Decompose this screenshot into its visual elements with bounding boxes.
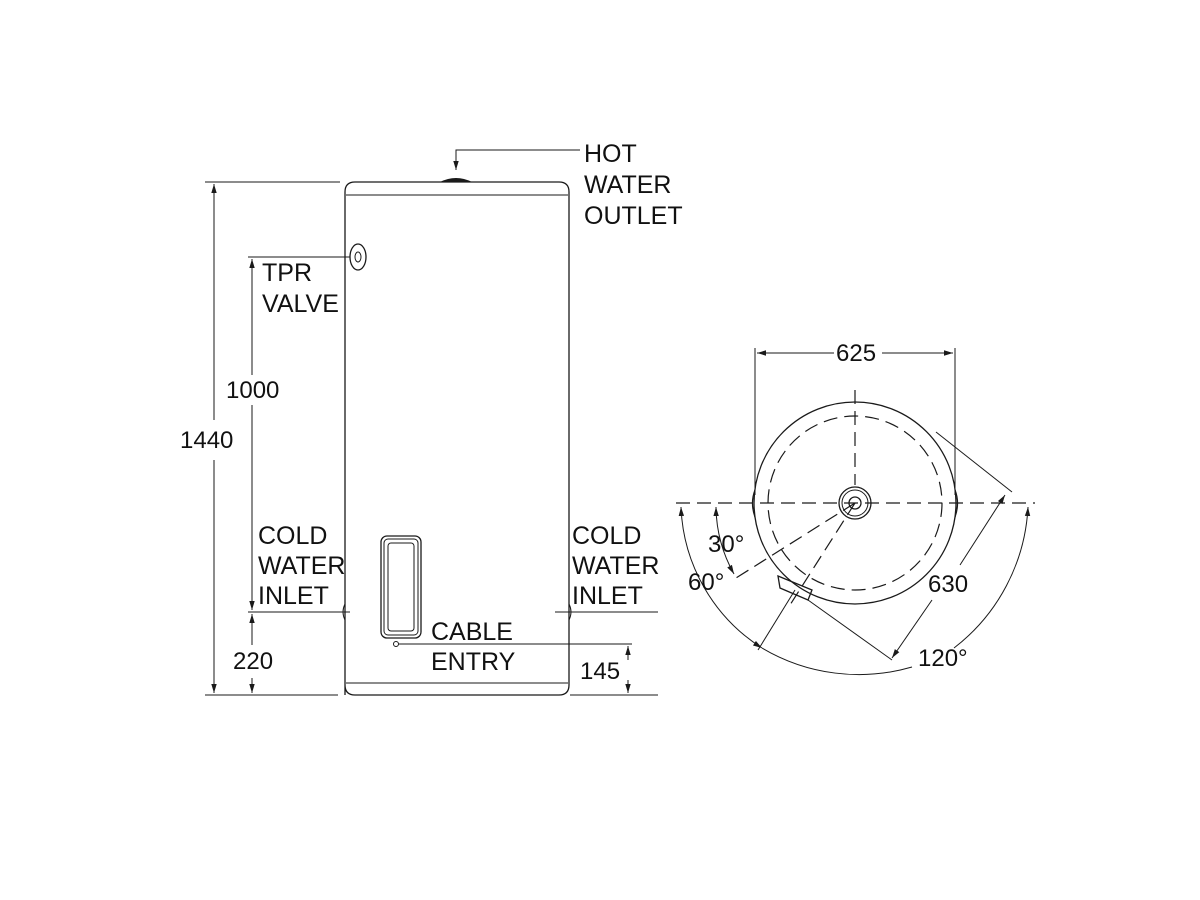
hot-outlet-leader: [453, 149, 580, 170]
cold-inlet-left-line2: WATER: [258, 552, 346, 580]
cable-entry-line2: ENTRY: [431, 648, 516, 676]
hot-outlet-label-line1: HOT: [584, 140, 637, 168]
cold-inlet-right-line2: WATER: [572, 552, 660, 580]
hot-outlet-label-line2: WATER: [584, 171, 672, 199]
angle-60: 60°: [688, 569, 724, 596]
cold-inlet-left-line1: COLD: [258, 522, 327, 550]
cable-entry-line1: CABLE: [431, 618, 513, 646]
dimension-630: 630: [928, 571, 968, 598]
tpr-valve-icon: [349, 243, 367, 271]
tank-outline: [344, 181, 570, 696]
hot-outlet-label-line3: OUTLET: [584, 202, 683, 230]
dimension-145: 145: [580, 658, 620, 685]
angle-120: 120°: [918, 645, 968, 672]
element-cover-panel: [380, 535, 422, 647]
hot-outlet-fitting: [440, 178, 472, 182]
dimension-625: 625: [836, 340, 876, 367]
cold-inlet-left-line3: INLET: [258, 582, 329, 610]
tpr-valve-label-line1: TPR: [262, 259, 312, 287]
dimension-1440: 1440: [180, 427, 233, 454]
front-view: HOT WATER OUTLET TPR VALVE 1000 1440 COL…: [180, 140, 683, 696]
cable-entry-icon: [393, 641, 399, 647]
dimension-1000: 1000: [226, 377, 279, 404]
cold-inlet-right-line3: INLET: [572, 582, 643, 610]
tpr-valve-label-line2: VALVE: [262, 290, 339, 318]
top-view: 625 630 120° 30° 60°: [676, 340, 1035, 676]
dimension-220: 220: [233, 648, 273, 675]
cold-inlet-right-line1: COLD: [572, 522, 641, 550]
angle-30: 30°: [708, 531, 744, 558]
